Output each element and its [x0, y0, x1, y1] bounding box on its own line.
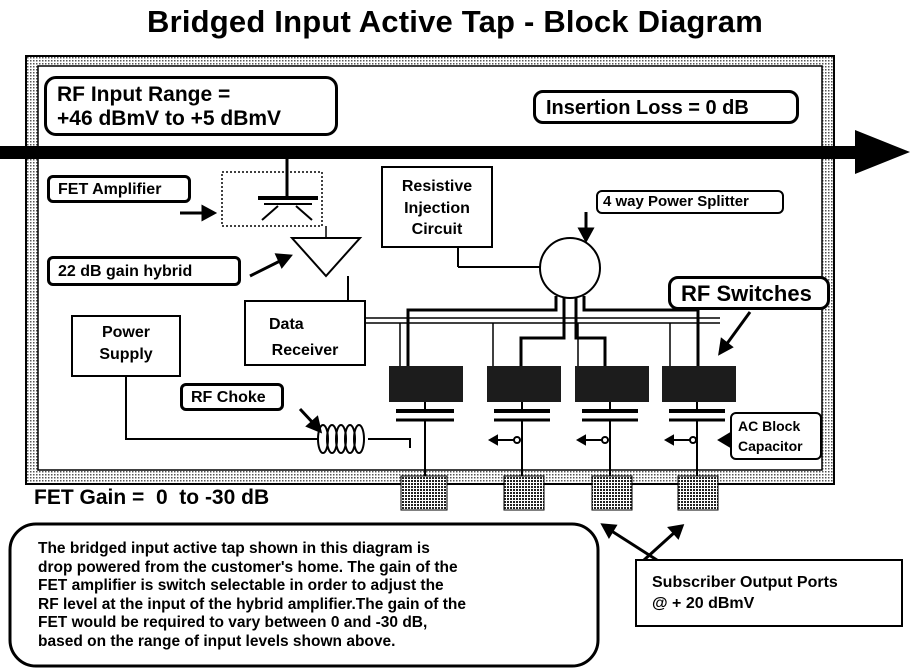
- rf-choke-label: RF Choke: [180, 383, 284, 411]
- rf-input-range-line2: +46 dBmV to +5 dBmV: [57, 107, 282, 130]
- rf-input-range-line1: RF Input Range =: [57, 83, 231, 106]
- note-line4: RF level at the input of the hybrid ampl…: [38, 595, 467, 613]
- rf-trunk-arrow: [0, 130, 910, 174]
- note-line5: FET would be required to vary between 0 …: [38, 614, 428, 631]
- splitter-outputs: [406, 296, 700, 366]
- power-supply-line2: Supply: [99, 345, 153, 363]
- dc-power-line: [125, 376, 411, 448]
- ac-block-line1: AC Block: [738, 418, 801, 434]
- rf-choke-coil: [317, 424, 365, 454]
- note-line2: drop powered from the customer's home. T…: [38, 558, 458, 576]
- description-box: [8, 522, 600, 668]
- resistive-injection-label: Resistive Injection Circuit: [382, 176, 492, 241]
- gain-hybrid-label: 22 dB gain hybrid: [47, 256, 241, 286]
- data-receiver-label: Data Receiver: [245, 312, 365, 364]
- rf-input-range-label: RF Input Range = +46 dBmV to +5 dBmV: [44, 76, 338, 136]
- ac-block-line2: Capacitor: [738, 438, 803, 454]
- description-text: The bridged input active tap shown in th…: [38, 540, 586, 651]
- port-terminations: [487, 434, 697, 446]
- ac-block-capacitor-label: AC Block Capacitor: [730, 412, 822, 460]
- insertion-loss-label: Insertion Loss = 0 dB: [533, 90, 799, 124]
- data-receiver-line2: Receiver: [271, 342, 339, 359]
- rf-switch-blocks: [389, 366, 736, 402]
- power-supply-box: [71, 315, 181, 377]
- subscriber-line2: @ + 20 dBmV: [652, 595, 755, 612]
- resistive-injection-box: [381, 166, 493, 248]
- pointer-arrows: [180, 204, 752, 564]
- subscriber-ports-box: [635, 559, 903, 627]
- fet-amplifier-symbol: [221, 159, 323, 227]
- resistive-line2: Injection: [404, 199, 470, 217]
- ac-block-capacitors: [396, 402, 725, 484]
- subscriber-ports-label: Subscriber Output Ports @ + 20 dBmV: [652, 572, 838, 614]
- note-line3: FET amplifier is switch selectable in or…: [38, 577, 444, 594]
- note-line1: The bridged input active tap shown in th…: [38, 540, 430, 557]
- fet-gain-label: FET Gain = 0 to -30 dB: [34, 486, 270, 509]
- hybrid-amplifier-symbol: [289, 226, 363, 301]
- control-bus: [365, 317, 720, 366]
- power-supply-line1: Power: [101, 324, 150, 341]
- resistive-line1: Resistive: [401, 178, 473, 195]
- data-receiver-line1: Data: [269, 316, 304, 333]
- subscriber-line1: Subscriber Output Ports: [652, 574, 838, 591]
- diagram-title: Bridged Input Active Tap - Block Diagram: [146, 4, 764, 39]
- subscriber-port-blocks: [400, 475, 719, 511]
- note-line6: based on the range of input levels shown…: [38, 632, 396, 650]
- rf-switches-label: RF Switches: [668, 276, 830, 310]
- resistive-line3: Circuit: [411, 221, 463, 239]
- power-splitter-symbol: [539, 237, 601, 299]
- power-supply-label: Power Supply: [72, 322, 180, 365]
- fet-amplifier-label: FET Amplifier: [47, 175, 191, 203]
- power-splitter-label: 4 way Power Splitter: [596, 190, 784, 214]
- data-receiver-box: [244, 300, 366, 366]
